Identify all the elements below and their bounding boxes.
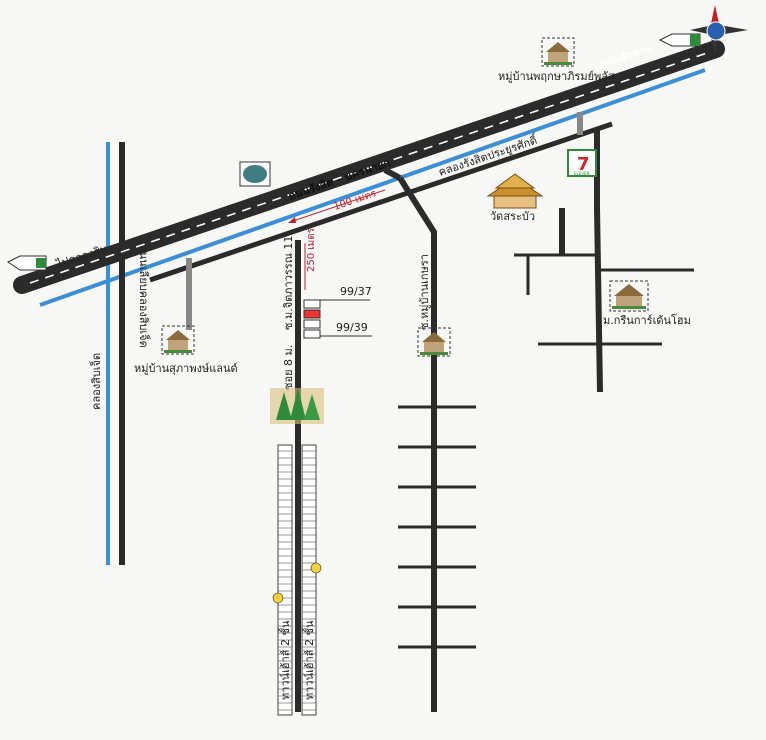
house-icon (609, 280, 649, 312)
house-icon (541, 37, 575, 67)
canal-rangsit (39, 68, 706, 307)
compass-icon (690, 5, 748, 55)
soi-8-label: ซอย 8 ม. (282, 345, 295, 390)
address-plots (303, 299, 372, 339)
soi-11-label: ซ.ม.จิตภาวรรณ 11 (282, 236, 295, 330)
side-road-label: ถนนเลียบคลองสิบเจ็ด (137, 245, 151, 348)
seven-eleven-number: 7 (577, 154, 590, 175)
distance-250-label: 250 เมตร (306, 227, 317, 272)
townhouse-block-right (301, 444, 317, 716)
canal-sip-jed-label: คลองสิบเจ็ด (89, 353, 103, 410)
address-9937: 99/37 (340, 285, 372, 298)
village-prueksa-label: หมู่บ้านพฤกษาภิรมย์พลัส (498, 70, 615, 83)
distance-100-arrow (288, 217, 296, 223)
highway-junction (383, 167, 402, 181)
address-9939: 99/39 (336, 321, 368, 334)
soi-kesara-label: ซ.หมู่บ้านเกษรา (418, 254, 431, 330)
seven-eleven-sub: ELEVEN (574, 171, 590, 176)
village-suphap-label: หมู่บ้านสุภาพงษ์แลนด์ (134, 362, 238, 375)
frontage-road (149, 121, 613, 283)
marker-left (272, 592, 284, 604)
soi-kesara-branches (398, 405, 476, 649)
soi-kesara-road (397, 176, 437, 712)
right-road-cross (514, 253, 694, 346)
plot-left-label: ทาวน์เฮ้าส์ 2 ชั้น (277, 620, 292, 700)
house-icon (417, 327, 451, 357)
highway-center-line (29, 51, 711, 284)
seven-eleven-icon: 7 ELEVEN (567, 149, 597, 177)
tree-icon (270, 388, 324, 424)
townhouse-block-left (277, 444, 293, 716)
village-green-label: ม.กรีนการ์เด้นโฮม (603, 313, 691, 327)
marker-right (310, 562, 322, 574)
townhouse-dividers (278, 450, 316, 711)
temple-icon (486, 173, 544, 209)
temple-label: วัดสระบัว (490, 210, 535, 223)
distance-100-line (289, 189, 386, 223)
arrow-sign-icon (7, 33, 701, 271)
lake-icon (239, 161, 271, 187)
house-icon (161, 325, 195, 355)
plot-right-label: ทาวน์เฮ้าส์ 2 ชั้น (301, 620, 316, 700)
